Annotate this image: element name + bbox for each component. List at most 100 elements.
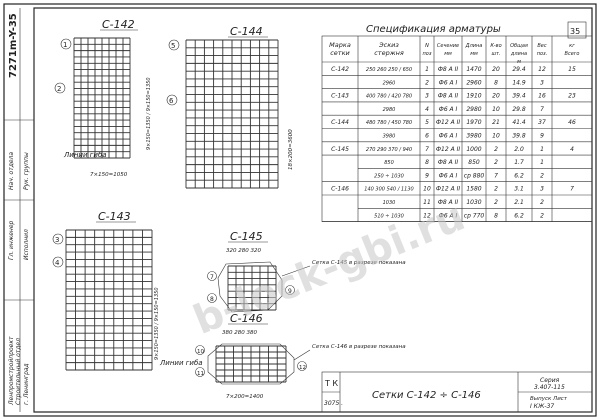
mesh-c144-label: С-144 xyxy=(230,25,263,38)
issue-value: I КЖ-37 xyxy=(530,403,554,410)
spec-cell-total: 6.2 xyxy=(514,212,524,219)
c146-outline xyxy=(207,343,295,385)
mesh-c146-label: С-146 xyxy=(230,312,263,325)
drawing-title: Сетки С-142 ÷ С-146 xyxy=(372,390,481,401)
spec-cell-sec: Ф12 А II xyxy=(436,186,460,193)
mesh-c142: С-142 1 2 7×150=1050 9×150=1350 / 9×150=… xyxy=(54,18,152,178)
mesh-c144: С-144 5 6 18×200=3600 xyxy=(166,25,294,189)
institute-1: Ленпромстройпроект xyxy=(8,336,15,406)
title-block: Т К 3075 . Сетки С-142 ÷ С-146 Серия 3.4… xyxy=(321,371,593,413)
spec-cell-n: 1 xyxy=(425,66,429,73)
spec-cell-qty: 2 xyxy=(494,199,498,206)
spec-cell-sketch: 250 ÷ 1030 xyxy=(374,173,404,179)
spec-header-2: N xyxy=(425,43,429,49)
c142-dim-bottom: 7×150=1050 xyxy=(90,172,128,178)
spec-cell-sec: Ф12 А II xyxy=(436,146,460,153)
spec-cell-sketch: 400 780 / 420 780 xyxy=(366,94,412,100)
spec-cell-total: 3.1 xyxy=(514,186,524,193)
spec-cell-sec: Ф8 А II xyxy=(438,159,459,166)
spec-cell-len: 1000 xyxy=(466,146,481,153)
notes: Сетка С-145 в разрезе показана Сетка С-1… xyxy=(281,260,406,361)
c146-marker-12: 12 xyxy=(299,365,306,371)
issue-label: Выпуск Лист xyxy=(530,396,568,402)
spec-cell-total: 39.4 xyxy=(512,93,526,100)
spec-cell-sketch: 1030 xyxy=(383,200,396,206)
spec-cell-w: 9 xyxy=(540,133,544,140)
spec-cell-sec: Ф12 А II xyxy=(436,119,460,126)
mesh-c143-label: С-143 xyxy=(98,210,131,223)
spec-cell-qty: 8 xyxy=(494,79,498,86)
spec-cell-len: ср 770 xyxy=(464,212,485,219)
c142-marker-1: 1 xyxy=(63,41,67,49)
spec-header-6: Общая xyxy=(510,43,528,49)
spec-cell-total: 6.2 xyxy=(514,172,524,179)
title-code: Т К xyxy=(324,379,338,388)
spec-table: Спецификация арматуры 35 МаркасеткиЭскиз… xyxy=(321,21,593,222)
spec-cell-mark: С-144 xyxy=(331,119,349,126)
spec-cell-qty: 2 xyxy=(494,146,498,153)
spec-header-1: Эскиз xyxy=(378,41,399,49)
spec-header-3: мм xyxy=(444,51,452,57)
spec-cell-len: ср 880 xyxy=(464,172,485,179)
spec-cell-sketch: 510 ÷ 1030 xyxy=(374,213,404,219)
c144-marker-6: 6 xyxy=(169,97,174,105)
spec-title: Спецификация арматуры xyxy=(366,24,501,35)
spec-cell-all: 23 xyxy=(568,93,576,100)
spec-cell-qty: 10 xyxy=(492,106,500,113)
spec-cell-w: 12 xyxy=(538,66,546,73)
mesh-c146: С-146 380 280 380 7×200=1400 10 11 12 xyxy=(195,312,307,400)
spec-cell-total: 29.8 xyxy=(512,106,526,113)
spec-cell-qty: 2 xyxy=(494,186,498,193)
spec-cell-mark: С-145 xyxy=(331,146,349,153)
spec-header-8: Всего xyxy=(565,51,580,57)
spec-cell-all: 46 xyxy=(568,119,576,126)
c144-marker-5: 5 xyxy=(171,42,175,50)
spec-cell-total: 39.8 xyxy=(512,133,526,140)
spec-cell-len: 1970 xyxy=(466,119,481,126)
side-stamp: 7271m-Y-35 Нач. отдела Гл. инженер Рук. … xyxy=(4,8,35,412)
spec-header-6: длина xyxy=(510,51,527,57)
spec-cell-len: 3980 xyxy=(466,133,481,140)
spec-cell-n: 3 xyxy=(425,93,429,100)
spec-cell-n: 11 xyxy=(423,199,431,206)
spec-header-0: Марка xyxy=(329,41,351,49)
spec-cell-w: 3 xyxy=(540,79,544,86)
spec-cell-w: 37 xyxy=(538,119,546,126)
spec-cell-sec: Ф6 А I xyxy=(439,133,458,140)
c142-marker-2: 2 xyxy=(57,85,61,93)
spec-header-7: поз. xyxy=(537,51,548,57)
spec-cell-w: 2 xyxy=(540,199,544,206)
role-4: Исполнил xyxy=(23,229,30,260)
institute-2: Строительный отдел xyxy=(15,338,22,405)
spec-header-6: м xyxy=(517,59,521,65)
spec-cell-w: 3 xyxy=(540,186,544,193)
c146-marker-11: 11 xyxy=(197,371,204,377)
spec-cell-w: 1 xyxy=(540,159,544,166)
spec-cell-len: 2980 xyxy=(466,106,481,113)
role-3: Рук. группы xyxy=(23,152,30,190)
spec-cell-sketch: 850 xyxy=(384,160,394,166)
c143-marker-3: 3 xyxy=(55,236,59,244)
spec-cell-mark: С-142 xyxy=(331,66,349,73)
doc-code: 7271m-Y-35 xyxy=(8,13,19,78)
spec-cell-qty: 10 xyxy=(492,133,500,140)
spec-cell-mark: С-143 xyxy=(331,93,349,100)
c143-marker-4: 4 xyxy=(55,259,60,267)
spec-cell-sec: Ф8 А II xyxy=(438,66,459,73)
role-2: Гл. инженер xyxy=(8,220,15,260)
series-value: 3.407-115 xyxy=(534,384,565,391)
c143-dim-right: 9×150=1350 / 9×150=1350 xyxy=(154,287,160,360)
spec-cell-n: 2 xyxy=(425,79,429,86)
spec-cell-w: 16 xyxy=(538,93,546,100)
spec-cell-n: 6 xyxy=(425,133,429,140)
institute-3: г. Ленинград xyxy=(23,363,30,405)
spec-header-4: мм xyxy=(470,51,478,57)
c142-bend-label: Линии гиба xyxy=(63,151,107,159)
mesh-c145: С-145 320 280 320 7 8 9 xyxy=(207,230,295,313)
c146-marker-10: 10 xyxy=(197,349,204,355)
spec-cell-len: 1580 xyxy=(466,186,481,193)
spec-cell-n: 7 xyxy=(425,146,429,153)
spec-cell-sec: Ф8 А II xyxy=(438,93,459,100)
sheet-number: 35 xyxy=(570,27,580,36)
